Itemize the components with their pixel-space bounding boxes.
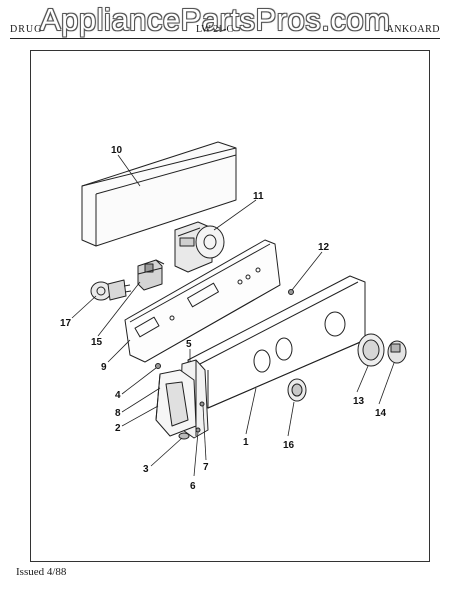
page-header: AppliancePartsPros.com [10, 0, 448, 40]
callout-4: 4 [115, 390, 121, 401]
header-right-text: ANKOARD [386, 24, 440, 35]
callout-9: 9 [101, 362, 107, 373]
callout-1: 1 [243, 437, 249, 448]
part-17-switch [90, 279, 132, 301]
part-14-knob [387, 340, 407, 364]
callout-6: 6 [190, 481, 196, 492]
part-9-control-panel-plate [124, 239, 281, 363]
part-13-dial [357, 333, 385, 367]
part-15-push-button-switch [137, 259, 165, 291]
header-rule [10, 38, 440, 39]
header-middle-text: LW 21-C [196, 24, 234, 35]
diagram-frame [30, 50, 430, 562]
callout-leaders [71, 154, 395, 477]
callout-15: 15 [91, 337, 103, 348]
callout-16: 16 [283, 440, 295, 451]
callout-2: 2 [115, 423, 121, 434]
callout-5: 5 [186, 339, 192, 350]
callout-13: 13 [353, 396, 365, 407]
watermark: AppliancePartsPros.com [40, 2, 391, 37]
callout-11: 11 [253, 191, 264, 202]
part-2-end-cap [155, 369, 197, 437]
callout-numbers: 10 11 12 17 15 9 5 4 8 2 3 6 7 1 16 13 1… [60, 145, 387, 492]
callout-10: 10 [111, 145, 123, 156]
part-10-trim-panel [81, 141, 237, 247]
callout-17: 17 [60, 318, 72, 329]
header-left-text: DRUG [10, 24, 43, 35]
callout-3: 3 [143, 464, 149, 475]
issued-date: Issued 4/88 [16, 566, 67, 578]
callout-8: 8 [115, 408, 121, 419]
part-11-timer [174, 221, 225, 273]
part-16-knob [287, 378, 307, 402]
callout-14: 14 [375, 408, 387, 419]
callout-7: 7 [203, 462, 209, 473]
callout-12: 12 [318, 242, 330, 253]
part-hardware-screws [155, 289, 294, 440]
